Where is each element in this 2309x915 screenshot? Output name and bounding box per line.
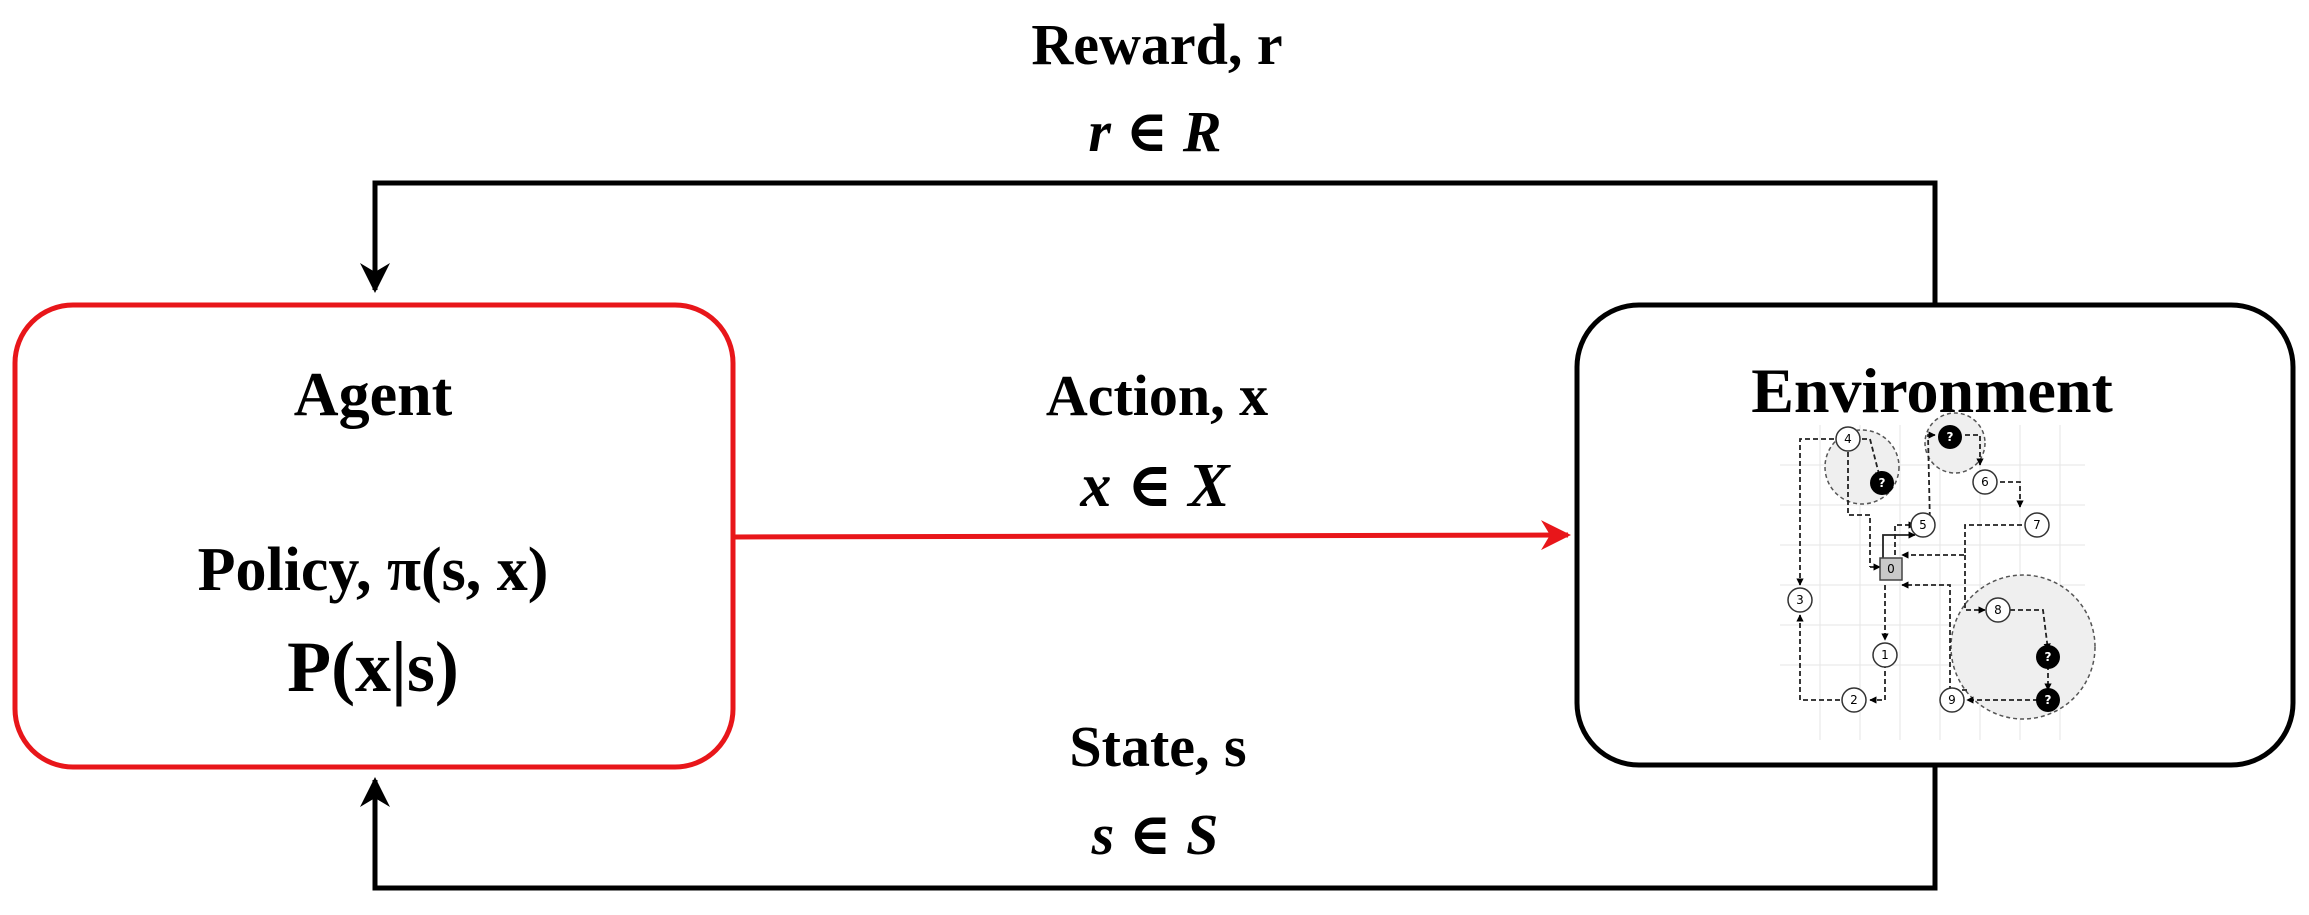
graph-node: ? xyxy=(1870,471,1894,495)
svg-text:6: 6 xyxy=(1981,475,1989,489)
svg-text:2: 2 xyxy=(1850,693,1858,707)
graph-node: 7 xyxy=(2024,512,2050,538)
graph-node: 2 xyxy=(1841,687,1867,713)
svg-text:0: 0 xyxy=(1887,562,1895,576)
graph-node: 5 xyxy=(1910,512,1936,538)
action-formula: x ∈ X xyxy=(1080,452,1230,520)
environment-box xyxy=(1574,302,2296,768)
graph-node: 9 xyxy=(1939,687,1965,713)
agent-probability: P(x|s) xyxy=(287,627,459,707)
state-formula: s ∈ S xyxy=(1091,802,1219,867)
agent-policy: Policy, π(s, x) xyxy=(197,536,549,604)
svg-text:?: ? xyxy=(2045,650,2052,664)
svg-text:?: ? xyxy=(2045,693,2052,707)
svg-text:5: 5 xyxy=(1919,518,1927,532)
graph-node: 3 xyxy=(1787,587,1813,613)
state-line xyxy=(360,765,1938,891)
graph-node: 1 xyxy=(1872,642,1898,668)
svg-text:8: 8 xyxy=(1994,603,2002,617)
svg-text:9: 9 xyxy=(1948,693,1956,707)
agent-box xyxy=(12,302,736,770)
state-title: State, s xyxy=(1069,714,1247,779)
agent-title: Agent xyxy=(293,361,453,429)
action-title: Action, x xyxy=(1045,363,1269,428)
graph-node: 6 xyxy=(1972,469,1998,495)
environment-title: Environment xyxy=(1751,355,2113,426)
reward-formula: r ∈ R xyxy=(1088,99,1222,164)
environment-graph: 4 ? ? 6 5 7 0 3 8 1 ? 2 9 ? xyxy=(1780,412,2096,740)
graph-node: ? xyxy=(2036,645,2060,669)
svg-text:?: ? xyxy=(1879,476,1886,490)
graph-node: 4 xyxy=(1835,426,1861,452)
graph-node: ? xyxy=(2036,688,2060,712)
graph-node-center: 0 xyxy=(1879,557,1903,581)
reward-line xyxy=(360,180,1938,305)
svg-text:4: 4 xyxy=(1844,432,1852,446)
action-arrow xyxy=(732,520,1571,551)
svg-text:7: 7 xyxy=(2033,518,2041,532)
svg-text:3: 3 xyxy=(1796,593,1804,607)
svg-text:1: 1 xyxy=(1881,648,1889,662)
graph-node: 8 xyxy=(1985,597,2011,623)
reward-title: Reward, r xyxy=(1031,12,1283,77)
graph-node: ? xyxy=(1938,425,1962,449)
svg-text:?: ? xyxy=(1947,430,1954,444)
